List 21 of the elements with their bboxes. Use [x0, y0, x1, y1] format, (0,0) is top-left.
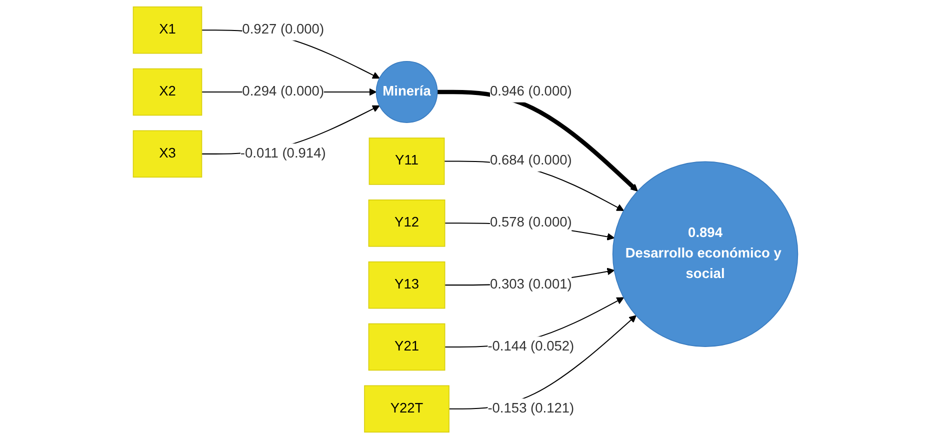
edge-label: 0.684 (0.000)	[490, 154, 572, 168]
node-box: X2	[132, 68, 202, 116]
node-box: X1	[132, 6, 202, 54]
node-box: Y22T	[364, 385, 450, 433]
node-circle: Minería	[376, 61, 438, 123]
edge-label: -0.011 (0.914)	[240, 146, 326, 161]
edge-label: 0.578 (0.000)	[490, 215, 572, 230]
arrow	[437, 90, 638, 192]
edge-label: 0.946 (0.000)	[490, 84, 572, 99]
node-box: Y21	[368, 323, 446, 371]
arrow	[449, 315, 636, 410]
node-box: Y12	[368, 200, 446, 247]
node-circle: 0.894 Desarrollo económico y social	[612, 161, 798, 347]
edge-label: 0.294 (0.000)	[242, 84, 324, 99]
edge-label: -0.153 (0.121)	[488, 401, 574, 416]
node-box: Y13	[368, 261, 446, 309]
edge-label: -0.144 (0.052)	[488, 339, 574, 354]
node-box: X3	[132, 130, 202, 178]
edge-label: 0.927 (0.000)	[242, 22, 324, 37]
node-box: Y11	[368, 138, 445, 185]
edge-label: 0.303 (0.001)	[490, 277, 572, 292]
